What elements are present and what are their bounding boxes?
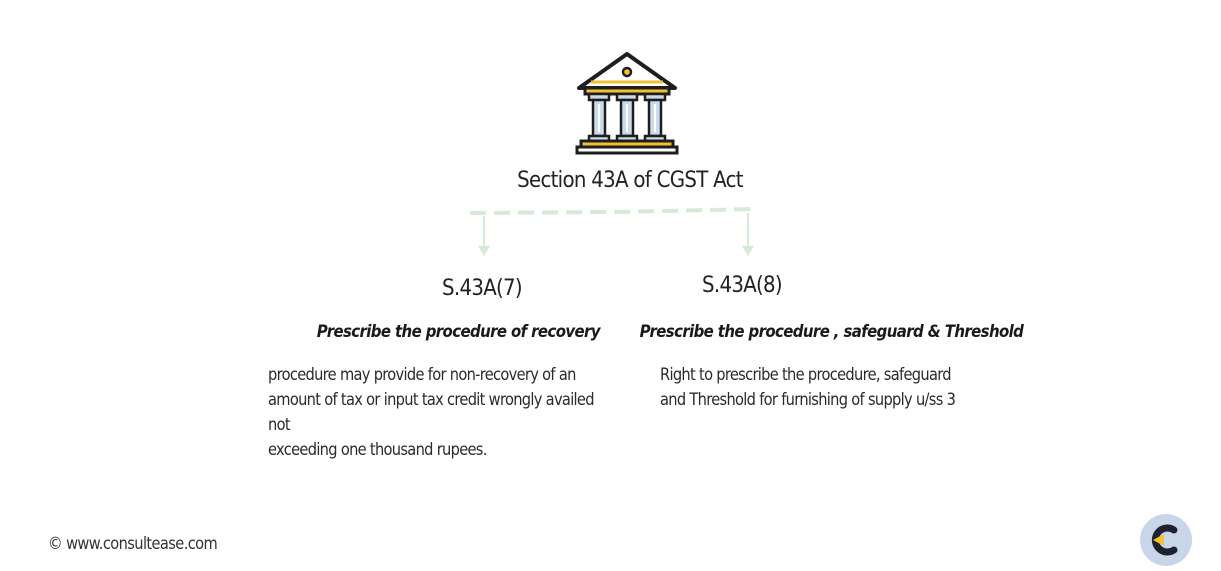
arrow-left-head	[478, 246, 490, 256]
diagram-title: Section 43A of CGST Act	[517, 168, 743, 193]
description-line: Right to prescribe the procedure, safegu…	[660, 365, 952, 385]
description-line: and Threshold for furnishing of supply u…	[660, 390, 956, 410]
branch-connector	[469, 207, 755, 256]
branch-subtitle-43a8: Prescribe the procedure , safeguard & Th…	[639, 322, 1024, 342]
arrow-right-head	[742, 246, 754, 256]
description-line: amount of tax or input tax credit wrongl…	[268, 390, 595, 435]
consultease-logo-icon[interactable]	[1139, 513, 1193, 567]
branch-description-43a8: Right to prescribe the procedure, safegu…	[660, 363, 961, 413]
footer-copyright: © www.consultease.com	[48, 534, 218, 554]
description-line: procedure may provide for non-recovery o…	[268, 365, 576, 385]
branch-title-43a8: S.43A(8)	[702, 273, 783, 298]
description-line: exceeding one thousand rupees.	[268, 440, 487, 460]
branch-subtitle-43a7: Prescribe the procedure of recovery	[316, 322, 601, 342]
branch-title-43a7: S.43A(7)	[442, 276, 523, 301]
bank-building-icon	[575, 52, 679, 155]
branch-description-43a7: procedure may provide for non-recovery o…	[268, 363, 603, 463]
